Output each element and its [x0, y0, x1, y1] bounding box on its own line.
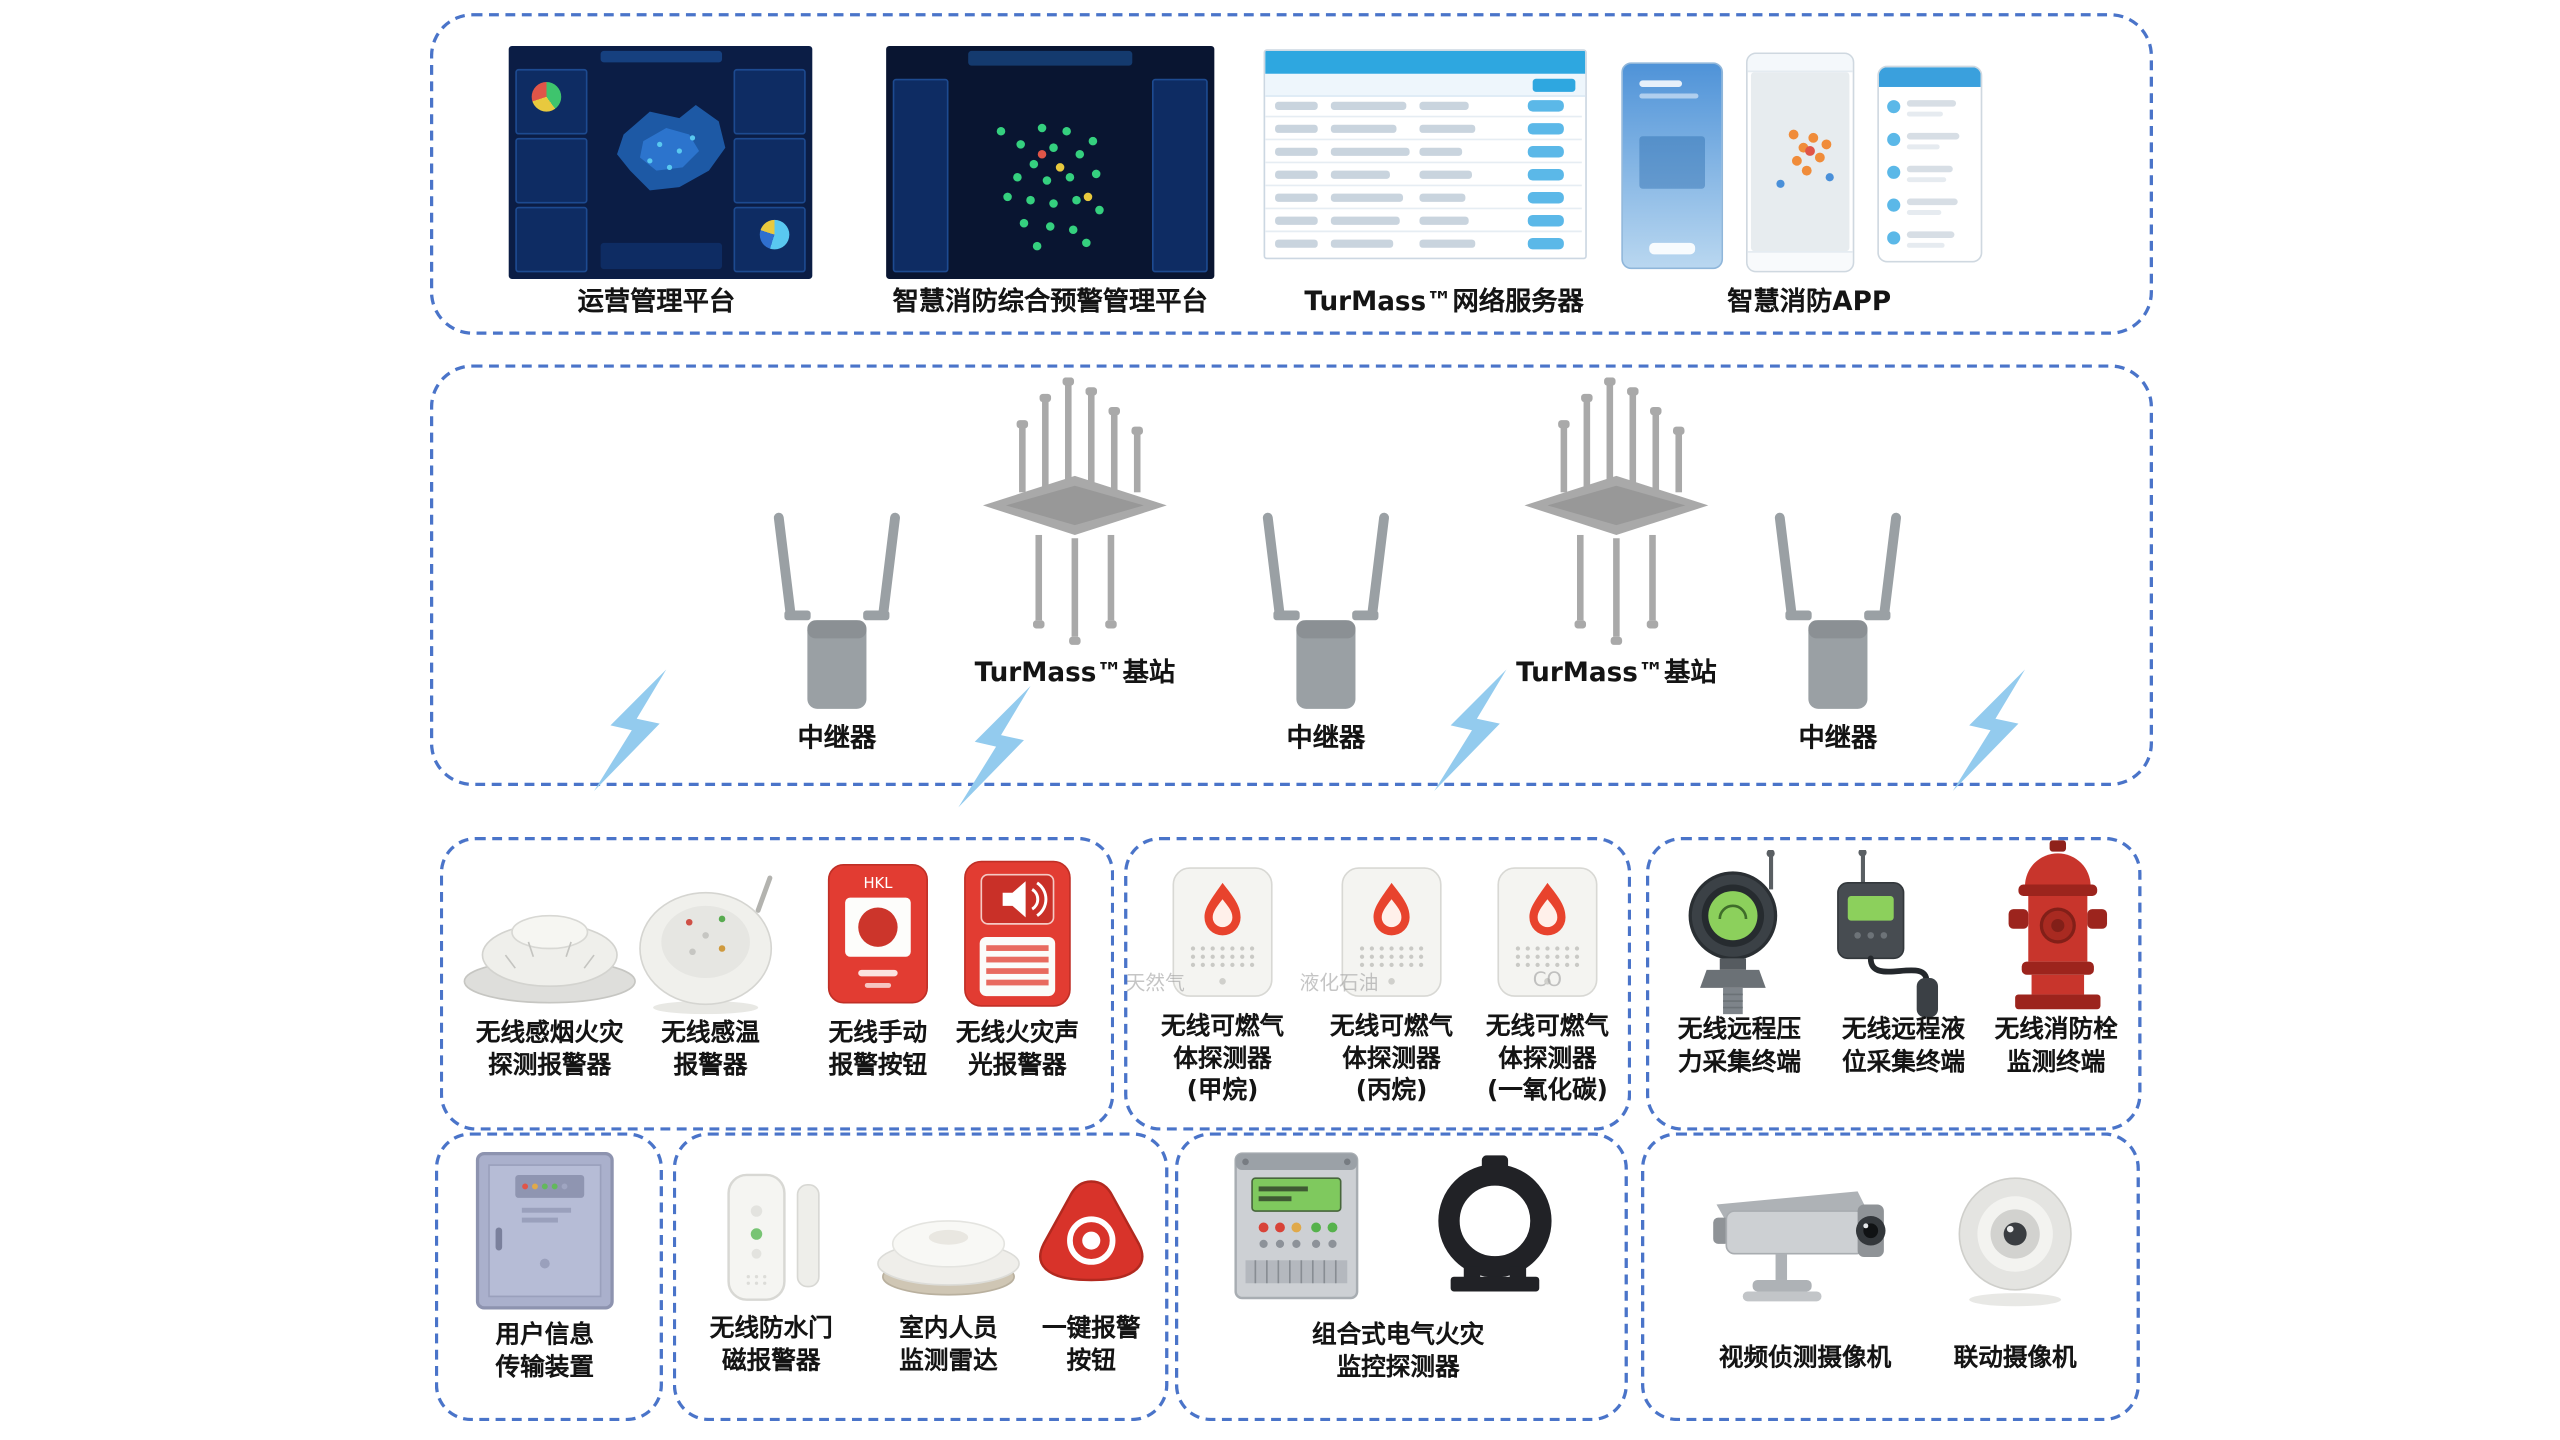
gas-detector-propane-icon [1341, 867, 1442, 997]
smoke-detector-icon [463, 914, 636, 1004]
manual-alarm-button-label: 无线手动 报警按钮 [828, 1017, 928, 1079]
current-transformer-icon [1438, 1155, 1552, 1292]
door-sensor-icon [727, 1173, 820, 1301]
manual-button-brand-text: HKL [863, 875, 893, 892]
server-table-graphic [1265, 100, 1582, 250]
app-screenshots [1621, 49, 2002, 279]
linkage-camera-label: 联动摄像机 [1953, 1342, 2077, 1372]
network-server-screenshot [1263, 49, 1587, 260]
hydrant-terminal-label: 无线消防栓 监测终端 [1994, 1014, 2118, 1076]
repeater-label-2: 中继器 [1286, 722, 1366, 754]
section-transmission [434, 1132, 663, 1422]
door-sensor-label: 无线防水门 磁报警器 [709, 1312, 833, 1375]
gas-detector-methane-icon [1172, 867, 1273, 997]
lightning-icon [958, 685, 1031, 808]
base-station-label-1: TurMass™基站 [974, 656, 1176, 688]
operations-dashboard-screenshot [508, 45, 813, 279]
app-phone-map [1746, 52, 1855, 273]
lightning-icon [1952, 669, 2025, 791]
network-server-label: TurMass™网络服务器 [1304, 285, 1584, 317]
base-station-label-2: TurMass™基站 [1516, 656, 1717, 688]
repeater-icon [1262, 512, 1389, 709]
radar-icon [877, 1220, 1020, 1296]
app-label: 智慧消防APP [1727, 285, 1892, 317]
operations-platform-label: 运营管理平台 [577, 285, 736, 317]
watermark-methane: 天然气 [1125, 971, 1185, 995]
section-network [429, 364, 2153, 787]
china-map-graphic [617, 105, 726, 191]
section-fire-alarms [439, 836, 1115, 1131]
one-key-button-icon [1038, 1180, 1144, 1282]
base-station-icon [982, 377, 1167, 645]
level-terminal-label: 无线远程液 位采集终端 [1841, 1014, 1966, 1076]
radar-label: 室内人员 监测雷达 [899, 1312, 998, 1375]
gas-detector-methane-label: 无线可燃气 体探测器 (甲烷) [1160, 1010, 1285, 1105]
sound-light-alarm-label: 无线火灾声 光报警器 [955, 1017, 1079, 1079]
lightning-icon [594, 669, 667, 791]
transmission-cabinet-icon [475, 1151, 614, 1310]
alarm-dots-map [996, 123, 1104, 251]
warning-platform-screenshot [886, 45, 1215, 279]
base-station-icon [1524, 377, 1709, 645]
gas-detector-propane-label: 无线可燃气 体探测器 (丙烷) [1330, 1010, 1454, 1105]
sound-light-alarm-icon [964, 860, 1071, 1007]
temperature-detector-label: 无线感温 报警器 [661, 1017, 760, 1079]
section-collection-terminals [1645, 836, 2142, 1131]
section-cameras [1641, 1132, 2140, 1422]
section-gas-detectors [1124, 836, 1632, 1131]
transmission-device-label: 用户信息 传输装置 [495, 1319, 595, 1381]
level-terminal-icon [1837, 850, 1939, 1018]
pressure-terminal-label: 无线远程压 力采集终端 [1677, 1014, 1801, 1076]
watermark-propane: 液化石油 [1299, 971, 1379, 995]
temperature-detector-icon [639, 875, 773, 1015]
section-platforms [429, 13, 2153, 335]
speaker-icon [1002, 881, 1026, 918]
one-key-button-label: 一键报警 按钮 [1042, 1312, 1141, 1375]
electrical-detector-label: 组合式电气火灾 监控探测器 [1311, 1319, 1485, 1381]
lightning-icon [1434, 669, 1507, 791]
app-phone-login [1621, 62, 1724, 270]
app-list-graphic [1887, 100, 1960, 248]
manual-alarm-button-icon: HKL [827, 863, 928, 1004]
app-phone-list [1877, 65, 1983, 263]
electrical-meter-icon [1234, 1152, 1359, 1300]
gas-detector-co-icon [1497, 867, 1598, 997]
smoke-detector-label: 无线感烟火灾 探测报警器 [475, 1017, 624, 1079]
repeater-icon [1774, 512, 1901, 709]
repeater-label-3: 中继器 [1798, 722, 1878, 754]
gas-detector-co-label: 无线可燃气 体探测器 (一氧化碳) [1485, 1010, 1610, 1105]
watermark-co: CO [1532, 968, 1562, 992]
warning-platform-label: 智慧消防综合预警管理平台 [892, 285, 1208, 317]
video-camera-label: 视频侦测摄像机 [1718, 1342, 1892, 1372]
bullet-camera-icon [1713, 1191, 1886, 1302]
repeater-icon [773, 512, 900, 709]
repeater-label-1: 中继器 [797, 722, 877, 754]
app-map-dots [1776, 129, 1834, 188]
fire-hydrant-icon [2008, 840, 2108, 1010]
dome-camera-icon [1958, 1177, 2072, 1307]
section-indoor-devices [672, 1132, 1169, 1422]
pressure-terminal-icon [1688, 850, 1778, 1015]
section-electrical [1174, 1132, 1628, 1422]
